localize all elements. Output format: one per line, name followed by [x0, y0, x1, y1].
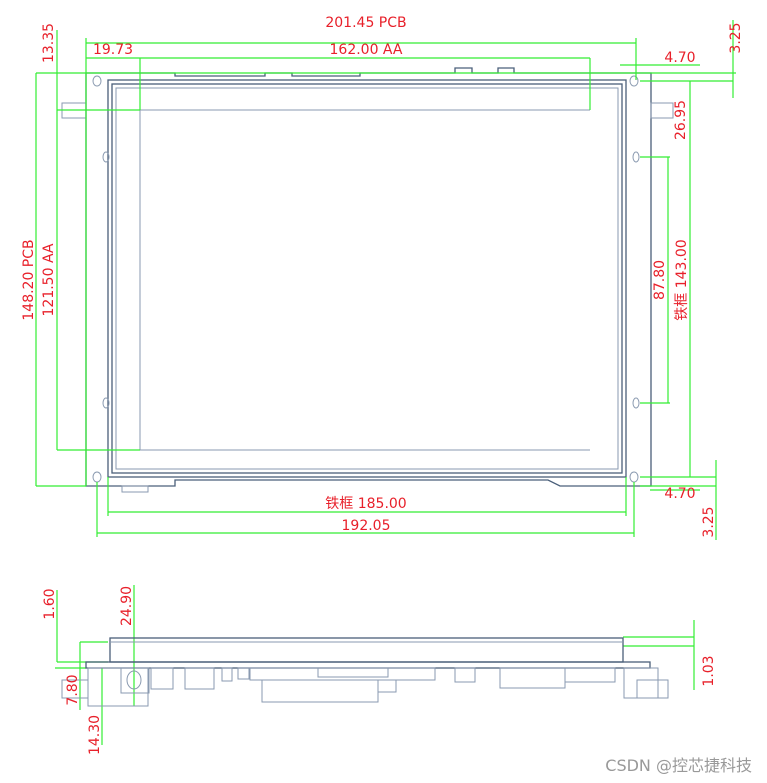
- panel-outline: [115, 87, 619, 470]
- pcb-height-label: 148.20 PCB: [21, 239, 37, 320]
- component-height-label: 14.30: [87, 715, 103, 755]
- hole-right-offset-bottom-label: 4.70: [664, 486, 695, 502]
- frame-width-label: 铁框 185.00: [325, 496, 406, 512]
- components-side: [61, 667, 669, 707]
- pcb-outline: [85, 67, 652, 487]
- bottom-tab: [121, 485, 149, 493]
- side-view: [61, 637, 669, 707]
- pcb-side: [85, 661, 651, 669]
- aa-height-label: 121.50 AA: [41, 243, 57, 316]
- hole-right-offset-top-label: 4.70: [664, 50, 695, 66]
- dimension-lines: [35, 20, 736, 745]
- mounting-holes: [92, 75, 640, 483]
- pcb-thickness-label: 1.60: [42, 588, 58, 619]
- connector-height-label: 7.80: [65, 674, 81, 705]
- pcb-width-label: 201.45 PCB: [325, 15, 406, 31]
- watermark: CSDN @控芯捷科技: [605, 756, 752, 775]
- glass-outline: [111, 83, 623, 474]
- hole-spacing-mid-label: 87.80: [652, 260, 668, 300]
- frame-height-label: 铁框 143.00: [674, 239, 690, 320]
- glass-step-label: 1.03: [701, 655, 717, 686]
- right-connector: [650, 102, 674, 119]
- hole-spacing-top-label: 26.95: [673, 100, 689, 140]
- hole-bottom-offset-label: 3.25: [701, 506, 717, 537]
- hole-spacing-width-label: 192.05: [342, 518, 391, 534]
- hole-top-offset-label: 3.25: [728, 22, 744, 53]
- aa-top-offset-label: 13.35: [41, 23, 57, 63]
- aa-left-offset-label: 19.73: [93, 42, 133, 58]
- metal-frame: [107, 79, 627, 478]
- total-height-label: 24.90: [119, 586, 135, 626]
- top-view: [61, 67, 674, 493]
- aa-width-label: 162.00 AA: [330, 42, 403, 58]
